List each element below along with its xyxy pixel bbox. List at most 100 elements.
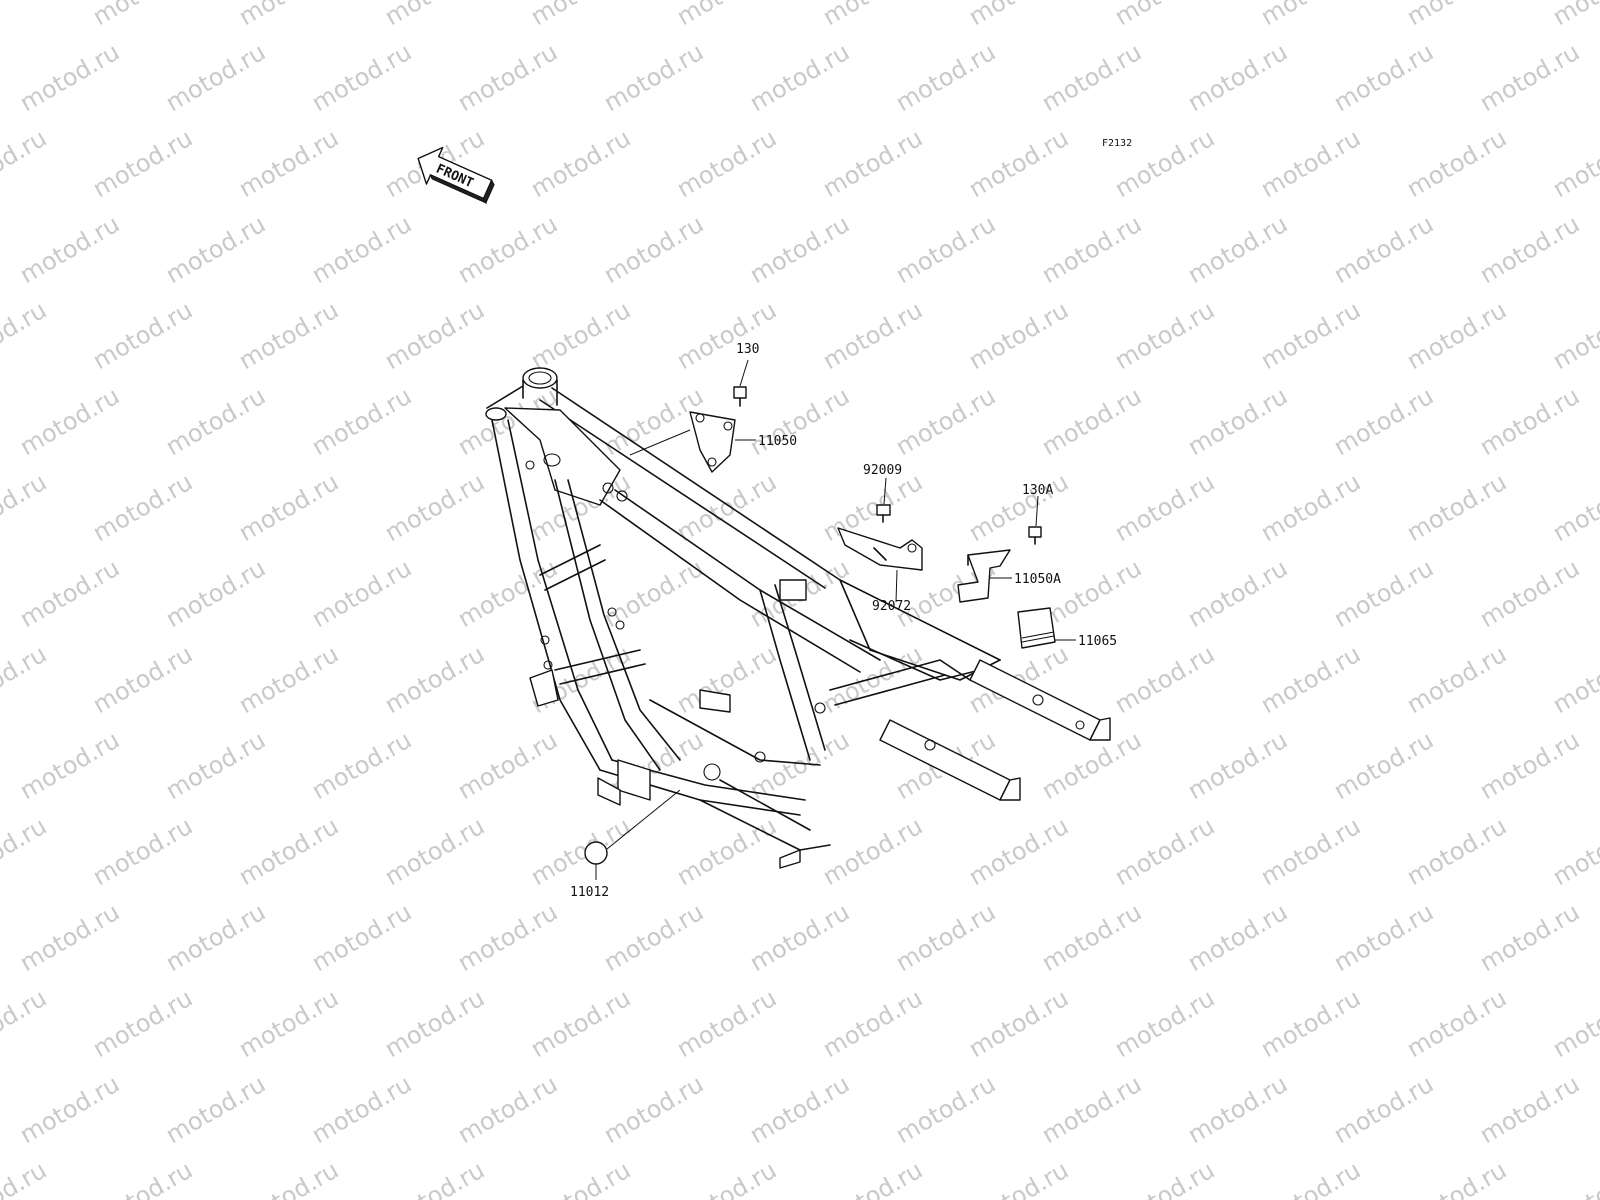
watermark-text: motod.ru — [1329, 382, 1438, 461]
watermark-text: motod.ru — [1548, 0, 1600, 31]
watermark-text: motod.ru — [818, 468, 927, 547]
watermark-text: motod.ru — [1110, 468, 1219, 547]
watermark-text: motod.ru — [672, 124, 781, 203]
watermark-text: motod.ru — [1548, 124, 1600, 203]
watermark-text: motod.ru — [88, 296, 197, 375]
watermark-text: motod.ru — [1110, 812, 1219, 891]
figure-code: F2132 — [1102, 138, 1132, 149]
watermark-text: motod.ru — [1548, 984, 1600, 1063]
watermark-text: motod.ru — [1329, 210, 1438, 289]
box-11065-icon — [1017, 607, 1056, 649]
watermark-text: motod.ru — [1110, 0, 1219, 31]
watermark-text: motod.ru — [818, 296, 927, 375]
watermark-text: motod.ru — [453, 210, 562, 289]
watermark-text: motod.ru — [15, 898, 124, 977]
watermark-text: motod.ru — [1256, 984, 1365, 1063]
watermark-text: motod.ru — [526, 296, 635, 375]
watermark-text: motod.ru — [307, 382, 416, 461]
watermark-text: motod.ru — [1548, 640, 1600, 719]
watermark-text: motod.ru — [526, 812, 635, 891]
watermark-text: motod.ru — [88, 984, 197, 1063]
watermark-text: motod.ru — [599, 1070, 708, 1149]
watermark-text: motod.ru — [891, 38, 1000, 117]
watermark-text: motod.ru — [234, 984, 343, 1063]
bracket-11050-icon — [689, 411, 736, 473]
watermark-text: motod.ru — [1548, 1156, 1600, 1200]
watermark-text: motod.ru — [1037, 38, 1146, 117]
watermark-text: motod.ru — [1402, 812, 1511, 891]
watermark-text: motod.ru — [1037, 554, 1146, 633]
watermark-text: motod.ru — [672, 1156, 781, 1200]
watermark-text: motod.ru — [453, 1070, 562, 1149]
watermark-text: motod.ru — [15, 1070, 124, 1149]
watermark-text: motod.ru — [0, 640, 51, 719]
watermark-text: motod.ru — [307, 38, 416, 117]
watermark-text: motod.ru — [672, 0, 781, 31]
watermark-text: motod.ru — [0, 984, 51, 1063]
watermark-text: motod.ru — [891, 382, 1000, 461]
watermark-text: motod.ru — [15, 726, 124, 805]
watermark-text: motod.ru — [526, 984, 635, 1063]
watermark-text: motod.ru — [1402, 640, 1511, 719]
watermark-text: motod.ru — [1329, 1070, 1438, 1149]
watermark-text: motod.ru — [307, 1070, 416, 1149]
watermark-text: motod.ru — [453, 38, 562, 117]
watermark-text: motod.ru — [1329, 38, 1438, 117]
watermark-text: motod.ru — [307, 726, 416, 805]
watermark-text: motod.ru — [1475, 726, 1584, 805]
watermark-text: motod.ru — [453, 726, 562, 805]
watermark-text: motod.ru — [15, 210, 124, 289]
watermark-text: motod.ru — [1402, 0, 1511, 31]
watermark-text: motod.ru — [745, 38, 854, 117]
watermark-text: motod.ru — [745, 210, 854, 289]
watermark-text: motod.ru — [234, 640, 343, 719]
watermark-text: motod.ru — [745, 382, 854, 461]
watermark-text: motod.ru — [1183, 210, 1292, 289]
watermark-text: motod.ru — [599, 898, 708, 977]
callout-11050A: 11050A — [1014, 572, 1061, 587]
watermark-text: motod.ru — [0, 124, 51, 203]
watermark-text: motod.ru — [1475, 898, 1584, 977]
watermark-text: motod.ru — [818, 0, 927, 31]
watermark-text: motod.ru — [1183, 898, 1292, 977]
watermark-text: motod.ru — [161, 898, 270, 977]
watermark-text: motod.ru — [380, 0, 489, 31]
watermark-text: motod.ru — [161, 382, 270, 461]
watermark-text: motod.ru — [1329, 726, 1438, 805]
watermark-text: motod.ru — [964, 984, 1073, 1063]
watermark-text: motod.ru — [1475, 554, 1584, 633]
watermark-text: motod.ru — [818, 640, 927, 719]
watermark-text: motod.ru — [161, 210, 270, 289]
watermark-text: motod.ru — [161, 1070, 270, 1149]
watermark-text: motod.ru — [1475, 38, 1584, 117]
watermark-text: motod.ru — [1037, 210, 1146, 289]
watermark-text: motod.ru — [1329, 554, 1438, 633]
watermark-text: motod.ru — [1037, 898, 1146, 977]
watermark-text: motod.ru — [88, 0, 197, 31]
watermark-text: motod.ru — [234, 0, 343, 31]
watermark-text: motod.ru — [1256, 124, 1365, 203]
watermark-text: motod.ru — [964, 124, 1073, 203]
watermark-text: motod.ru — [0, 812, 51, 891]
watermark-text: motod.ru — [161, 38, 270, 117]
watermark-text: motod.ru — [1110, 1156, 1219, 1200]
watermark-text: motod.ru — [0, 296, 51, 375]
watermark-text: motod.ru — [1402, 124, 1511, 203]
watermark-text: motod.ru — [1402, 296, 1511, 375]
watermark-text: motod.ru — [526, 1156, 635, 1200]
watermark-text: motod.ru — [1402, 468, 1511, 547]
watermark-text: motod.ru — [745, 1070, 854, 1149]
callout-11012: 11012 — [570, 885, 609, 900]
bracket-11050A-icon — [957, 549, 1011, 603]
watermark-text: motod.ru — [15, 38, 124, 117]
watermark-text: motod.ru — [1110, 640, 1219, 719]
watermark-text: motod.ru — [1183, 38, 1292, 117]
watermark-text: motod.ru — [891, 210, 1000, 289]
callout-130: 130 — [736, 342, 759, 357]
watermark-text: motod.ru — [1110, 124, 1219, 203]
watermark-text: motod.ru — [599, 210, 708, 289]
watermark-text: motod.ru — [380, 1156, 489, 1200]
watermark-text: motod.ru — [1037, 382, 1146, 461]
watermark-text: motod.ru — [234, 468, 343, 547]
watermark-text: motod.ru — [380, 984, 489, 1063]
